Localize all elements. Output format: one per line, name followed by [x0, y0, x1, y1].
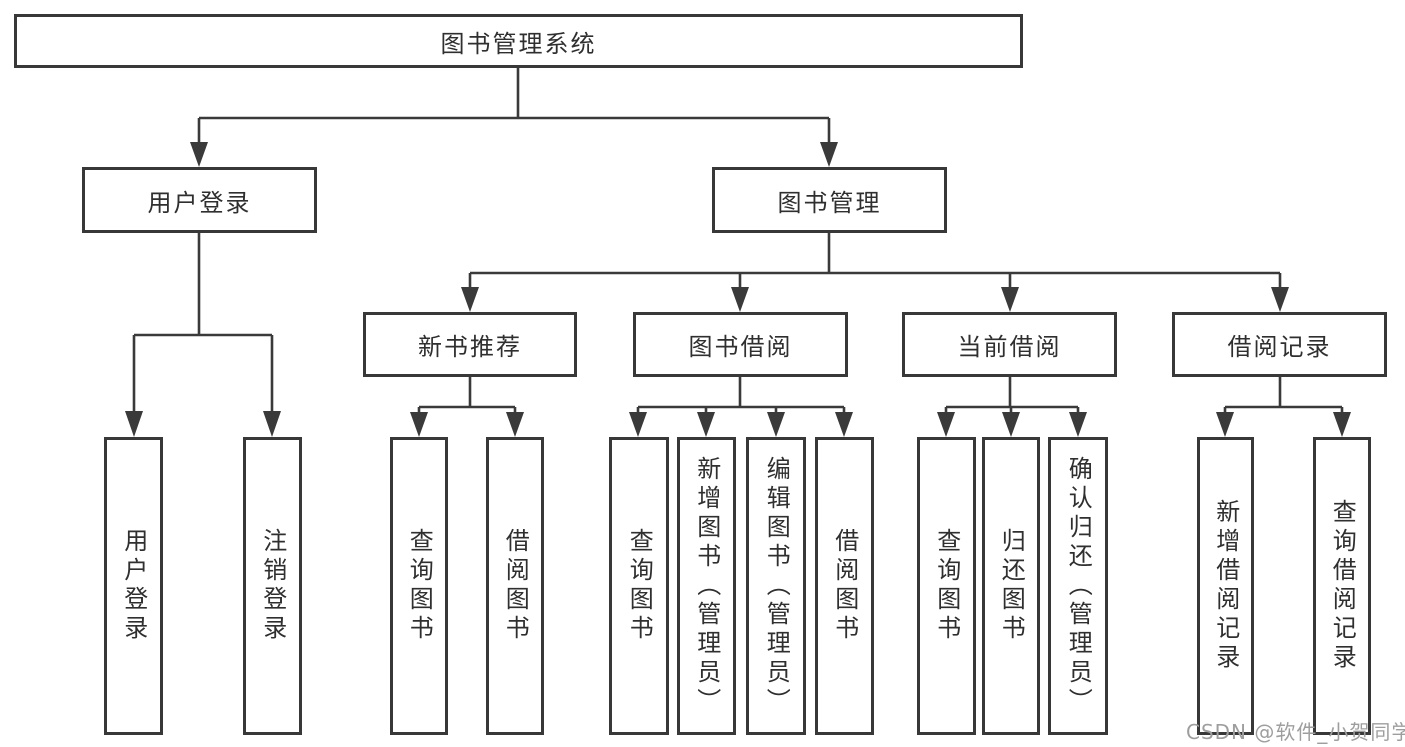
- arrow-down-icon: [1001, 287, 1019, 312]
- arrow-down-icon: [1002, 412, 1020, 437]
- arrow-down-icon: [125, 411, 143, 437]
- node-user-login: 用户登录: [82, 167, 317, 233]
- leaf-query-borrow-record: 查询借阅记录: [1313, 437, 1371, 735]
- arrow-down-icon: [190, 142, 208, 167]
- leaf-return-books: 归还图书: [982, 437, 1040, 735]
- node-root-system: 图书管理系统: [14, 14, 1023, 68]
- leaf-borrow-query-books: 查询图书: [609, 437, 669, 735]
- leaf-current-query-books: 查询图书: [917, 437, 976, 735]
- arrow-down-icon: [506, 412, 524, 437]
- arrow-down-icon: [263, 411, 281, 437]
- arrow-down-icon: [1216, 412, 1234, 437]
- arrow-down-icon: [820, 142, 838, 167]
- node-new-book-recommend: 新书推荐: [363, 312, 577, 377]
- node-book-management: 图书管理: [712, 167, 947, 233]
- leaf-user-login: 用户登录: [104, 437, 163, 735]
- arrow-down-icon: [1271, 287, 1289, 312]
- leaf-logout: 注销登录: [243, 437, 302, 735]
- arrow-down-icon: [731, 287, 749, 312]
- arrow-down-icon: [937, 412, 955, 437]
- arrow-down-icon: [629, 412, 647, 437]
- arrow-down-icon: [767, 412, 785, 437]
- arrowheads-group: [125, 142, 1351, 437]
- leaf-add-books-admin: 新增图书（管理员）: [677, 437, 736, 735]
- arrow-down-icon: [1333, 412, 1351, 437]
- leaf-borrow-books: 借阅图书: [815, 437, 874, 735]
- node-book-borrow: 图书借阅: [633, 312, 848, 377]
- leaf-confirm-return-admin: 确认归还（管理员）: [1048, 437, 1108, 735]
- arrow-down-icon: [835, 412, 853, 437]
- arrow-down-icon: [410, 412, 428, 437]
- node-current-borrow: 当前借阅: [902, 312, 1117, 377]
- leaf-add-borrow-record: 新增借阅记录: [1197, 437, 1254, 735]
- arrow-down-icon: [697, 412, 715, 437]
- leaf-edit-books-admin: 编辑图书（管理员）: [746, 437, 806, 735]
- arrow-down-icon: [461, 287, 479, 312]
- connector-path: [132, 68, 1344, 416]
- node-borrow-records: 借阅记录: [1172, 312, 1387, 377]
- csdn-watermark: CSDN @软件_小贺同学: [1186, 720, 1405, 744]
- leaf-newbooks-query-books: 查询图书: [390, 437, 448, 735]
- leaf-newbooks-borrow-books: 借阅图书: [486, 437, 544, 735]
- arrow-down-icon: [1069, 412, 1087, 437]
